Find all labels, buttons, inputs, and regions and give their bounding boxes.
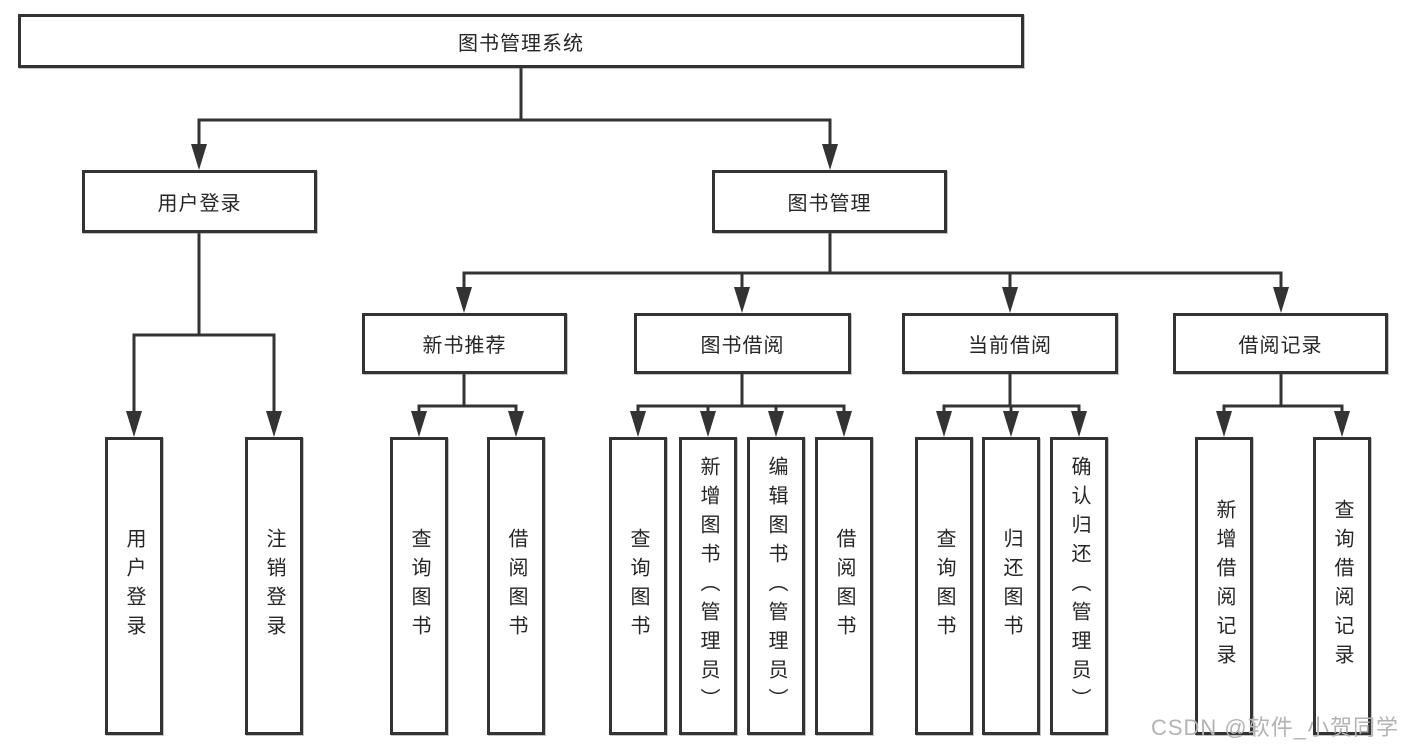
node-borrowing-records: 借阅记录 bbox=[1173, 313, 1388, 374]
leaf-label: 确认归还（管理员） bbox=[1068, 455, 1090, 717]
node-new-book-recommendation: 新书推荐 bbox=[362, 313, 567, 374]
node-leaf-add-books-admin: 新增图书（管理员） bbox=[679, 437, 737, 735]
node-leaf-add-borrow-record: 新增借阅记录 bbox=[1195, 437, 1253, 735]
node-leaf-confirm-return-admin: 确认归还（管理员） bbox=[1050, 437, 1108, 735]
leaf-label: 新增图书（管理员） bbox=[697, 455, 719, 717]
node-leaf-return-books: 归还图书 bbox=[982, 437, 1040, 735]
node-leaf-logout: 注销登录 bbox=[245, 437, 303, 735]
csdn-watermark: CSDN @软件_小贺同学 bbox=[1150, 715, 1399, 740]
node-user-login-branch: 用户登录 bbox=[82, 170, 317, 233]
node-book-management-branch: 图书管理 bbox=[712, 170, 947, 233]
node-book-borrowing: 图书借阅 bbox=[634, 313, 851, 374]
leaf-label: 归还图书 bbox=[1000, 528, 1022, 644]
leaf-label: 编辑图书（管理员） bbox=[765, 455, 787, 717]
node-current-borrowing: 当前借阅 bbox=[902, 313, 1118, 374]
leaf-label: 用户登录 bbox=[123, 528, 145, 644]
node-leaf-query-books-1: 查询图书 bbox=[390, 437, 448, 735]
node-leaf-borrow-books-2: 借阅图书 bbox=[815, 437, 873, 735]
leaf-label: 注销登录 bbox=[263, 528, 285, 644]
node-leaf-borrow-books-1: 借阅图书 bbox=[487, 437, 545, 735]
leaf-label: 新增借阅记录 bbox=[1213, 499, 1235, 673]
node-library-management-system: 图书管理系统 bbox=[18, 14, 1024, 68]
node-leaf-query-books-3: 查询图书 bbox=[915, 437, 973, 735]
leaf-label: 查询借阅记录 bbox=[1331, 499, 1353, 673]
leaf-label: 查询图书 bbox=[627, 528, 649, 644]
arrowheads bbox=[126, 144, 1350, 437]
leaf-label: 借阅图书 bbox=[505, 528, 527, 644]
leaf-label: 查询图书 bbox=[408, 528, 430, 644]
node-leaf-query-borrow-record: 查询借阅记录 bbox=[1313, 437, 1371, 735]
leaf-label: 借阅图书 bbox=[833, 528, 855, 644]
node-leaf-query-books-2: 查询图书 bbox=[609, 437, 667, 735]
node-leaf-user-login: 用户登录 bbox=[105, 437, 163, 735]
node-leaf-edit-books-admin: 编辑图书（管理员） bbox=[747, 437, 805, 735]
leaf-label: 查询图书 bbox=[933, 528, 955, 644]
